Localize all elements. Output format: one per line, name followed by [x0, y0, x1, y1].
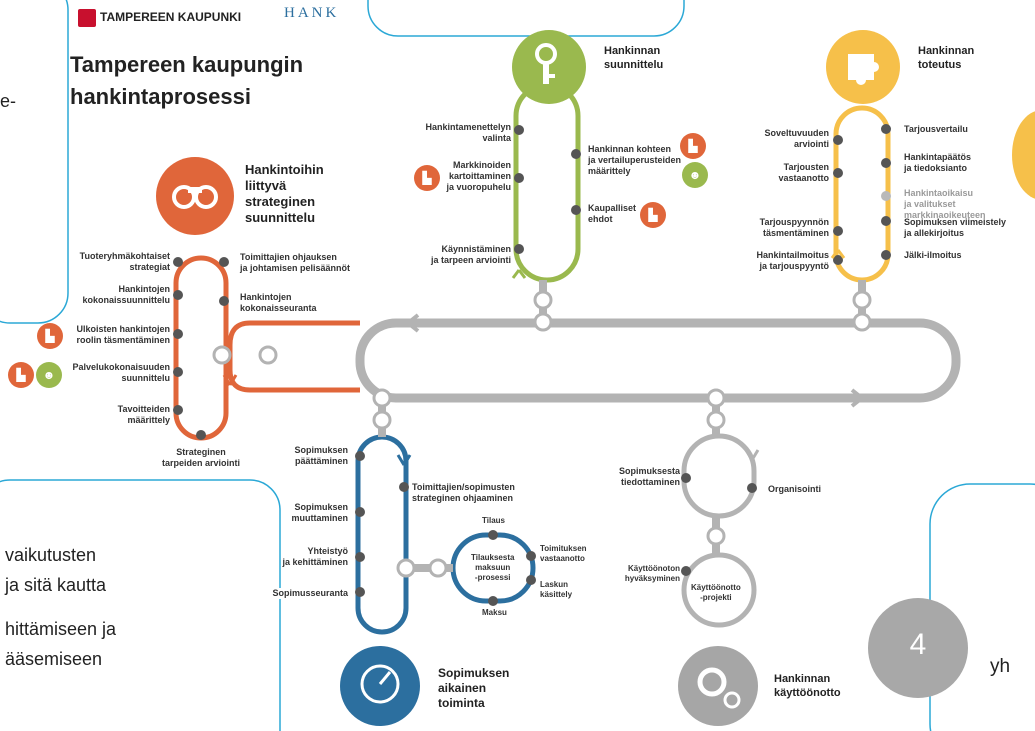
planning-loop: [513, 82, 581, 283]
city-crest-icon: [78, 9, 96, 27]
strategic-step-label: Palvelukokonaisuuden suunnittelu: [72, 362, 170, 383]
planning-step-label: Markkinoiden kartoittaminen ja vuoropuhe…: [446, 160, 511, 192]
step-dot-appeal: [881, 191, 891, 201]
strategic-step-label: Tuoteryhmäkohtaiset strategiat: [79, 251, 170, 272]
deployment-step-label: Sopimuksesta tiedottaminen: [618, 466, 680, 487]
side-text-line: hittämiseen ja: [5, 619, 117, 639]
people-icon: ☻: [36, 362, 62, 388]
planning-step-label: Hankinnan kohteen ja vertailuperusteiden…: [588, 144, 682, 176]
strategic-step-label: Strateginen tarpeiden arviointi: [162, 447, 241, 468]
contract-step-label: Sopimuksen päättäminen: [294, 445, 348, 467]
contract-loop: [355, 434, 409, 635]
strategic-connector: [227, 320, 360, 393]
contract-step-label: Sopimusseuranta: [272, 588, 348, 599]
planning-step-label: Hankintamenettelyn valinta: [425, 122, 511, 143]
loop-arrow-top: [406, 313, 420, 333]
page-title-line1: Tampereen kaupungin: [70, 52, 304, 77]
factory-icon: ▙: [37, 323, 63, 349]
top-center-panel: [367, 0, 685, 37]
execution-step-label: Hankintapäätös ja tiedoksianto: [904, 152, 972, 173]
execution-loop: [833, 105, 891, 283]
order-step-label: Laskun käsittely: [540, 580, 573, 599]
page-number-badge: 4: [868, 598, 968, 698]
strategic-step-label: Hankintojen kokonaissuunnittelu: [82, 284, 170, 305]
side-text-line: vaikutusten: [5, 545, 97, 565]
execution-step-label: Hankintaoikaisu ja valitukset markkinaoi…: [904, 188, 986, 220]
deployment-title: Hankinnan käyttöönotto: [774, 673, 841, 699]
step-dots: [173, 124, 891, 606]
deployment-step-label: Käyttöönotto -projekti: [691, 583, 741, 602]
execution-step-label: Hankintailmoitus ja tarjouspyyntö: [756, 250, 829, 271]
order-to-pay-label: Tilauksesta maksuun -prosessi: [471, 553, 515, 582]
left-bottom-panel: [0, 479, 281, 731]
factory-icon: ▙: [680, 133, 706, 159]
contract-title: Sopimuksen aikainen toiminta: [438, 666, 510, 710]
strategic-step-label: Ulkoisten hankintojen roolin täsmentämin…: [76, 324, 170, 345]
execution-step-label: Sopimuksen viimeistely ja allekirjoitus: [904, 217, 1007, 238]
planning-arrow: [511, 269, 527, 279]
contract-step-label: Sopimuksen muuttaminen: [291, 502, 348, 524]
binoculars-icon: [156, 157, 234, 235]
execution-arrow: [830, 249, 846, 259]
gears-icon: [678, 646, 758, 726]
factory-icon: ▙: [640, 202, 666, 228]
key-icon: [512, 30, 586, 104]
strategic-step-label: Tavoitteiden määrittely: [117, 404, 170, 425]
org-name: TAMPEREEN KAUPUNKI: [100, 10, 242, 24]
factory-icon: ▙: [414, 165, 440, 191]
order-step-label: Tilaus: [482, 516, 505, 525]
junction-circles: [212, 290, 872, 578]
side-text-left-bottom: vaikutusten ja sitä kautta hittämiseen j…: [0, 540, 116, 674]
planning-title: Hankinnan suunnittelu: [604, 45, 664, 71]
execution-step-label: Tarjousten vastaanotto: [778, 162, 829, 183]
page-number: 4: [909, 628, 927, 661]
hank-logo: HANK: [284, 5, 340, 21]
page-title-line2: hankintaprosessi: [70, 84, 251, 109]
deployment-step-label: Organisointi: [768, 484, 822, 494]
main-loop: [355, 318, 961, 403]
strategic-title: Hankintoihin liittyvä strateginen suunni…: [245, 162, 324, 225]
side-text-line: ääsemiseen: [5, 649, 103, 669]
gauge-icon: [340, 646, 420, 726]
execution-step-label: Soveltuvuuden arviointi: [764, 128, 829, 149]
puzzle-icon: [826, 30, 900, 104]
partial-yellow-icon: [1012, 110, 1035, 200]
contract-step-label: Toimittajien/sopimusten strateginen ohja…: [412, 482, 515, 503]
execution-step-label: Jälki-ilmoitus: [904, 250, 962, 260]
strategic-arrow: [222, 374, 238, 386]
deployment-step-label: Käyttöönoton hyväksyminen: [624, 564, 680, 583]
execution-step-label: Tarjouspyynnön täsmentäminen: [759, 217, 829, 238]
deployment-loop-top: [681, 433, 757, 519]
execution-step-label: Tarjousvertailu: [904, 124, 968, 134]
planning-step-label: Kaupalliset ehdot: [588, 203, 637, 224]
contract-arrow: [396, 454, 412, 466]
side-text-left-top: e-: [0, 91, 17, 111]
left-top-panel: [0, 0, 69, 324]
contract-step-label: Yhteistyö ja kehittäminen: [282, 546, 348, 568]
planning-step-label: Käynnistäminen ja tarpeen arviointi: [430, 244, 511, 265]
people-icon: ☻: [682, 162, 708, 188]
order-step-label: Toimituksen vastaanotto: [540, 544, 587, 563]
strategic-step-label: Toimittajien ohjauksen ja johtamisen pel…: [240, 252, 351, 273]
side-text-right: yh: [990, 656, 1011, 677]
execution-title: Hankinnan toteutus: [918, 45, 975, 71]
factory-icon: ▙: [8, 362, 34, 388]
deployment-arrow: [744, 449, 760, 461]
side-text-line: ja sitä kautta: [5, 575, 107, 595]
loop-arrow-bottom: [850, 388, 864, 408]
strategic-step-label: Hankintojen kokonaisseuranta: [240, 292, 317, 313]
order-step-label: Maksu: [482, 608, 507, 617]
